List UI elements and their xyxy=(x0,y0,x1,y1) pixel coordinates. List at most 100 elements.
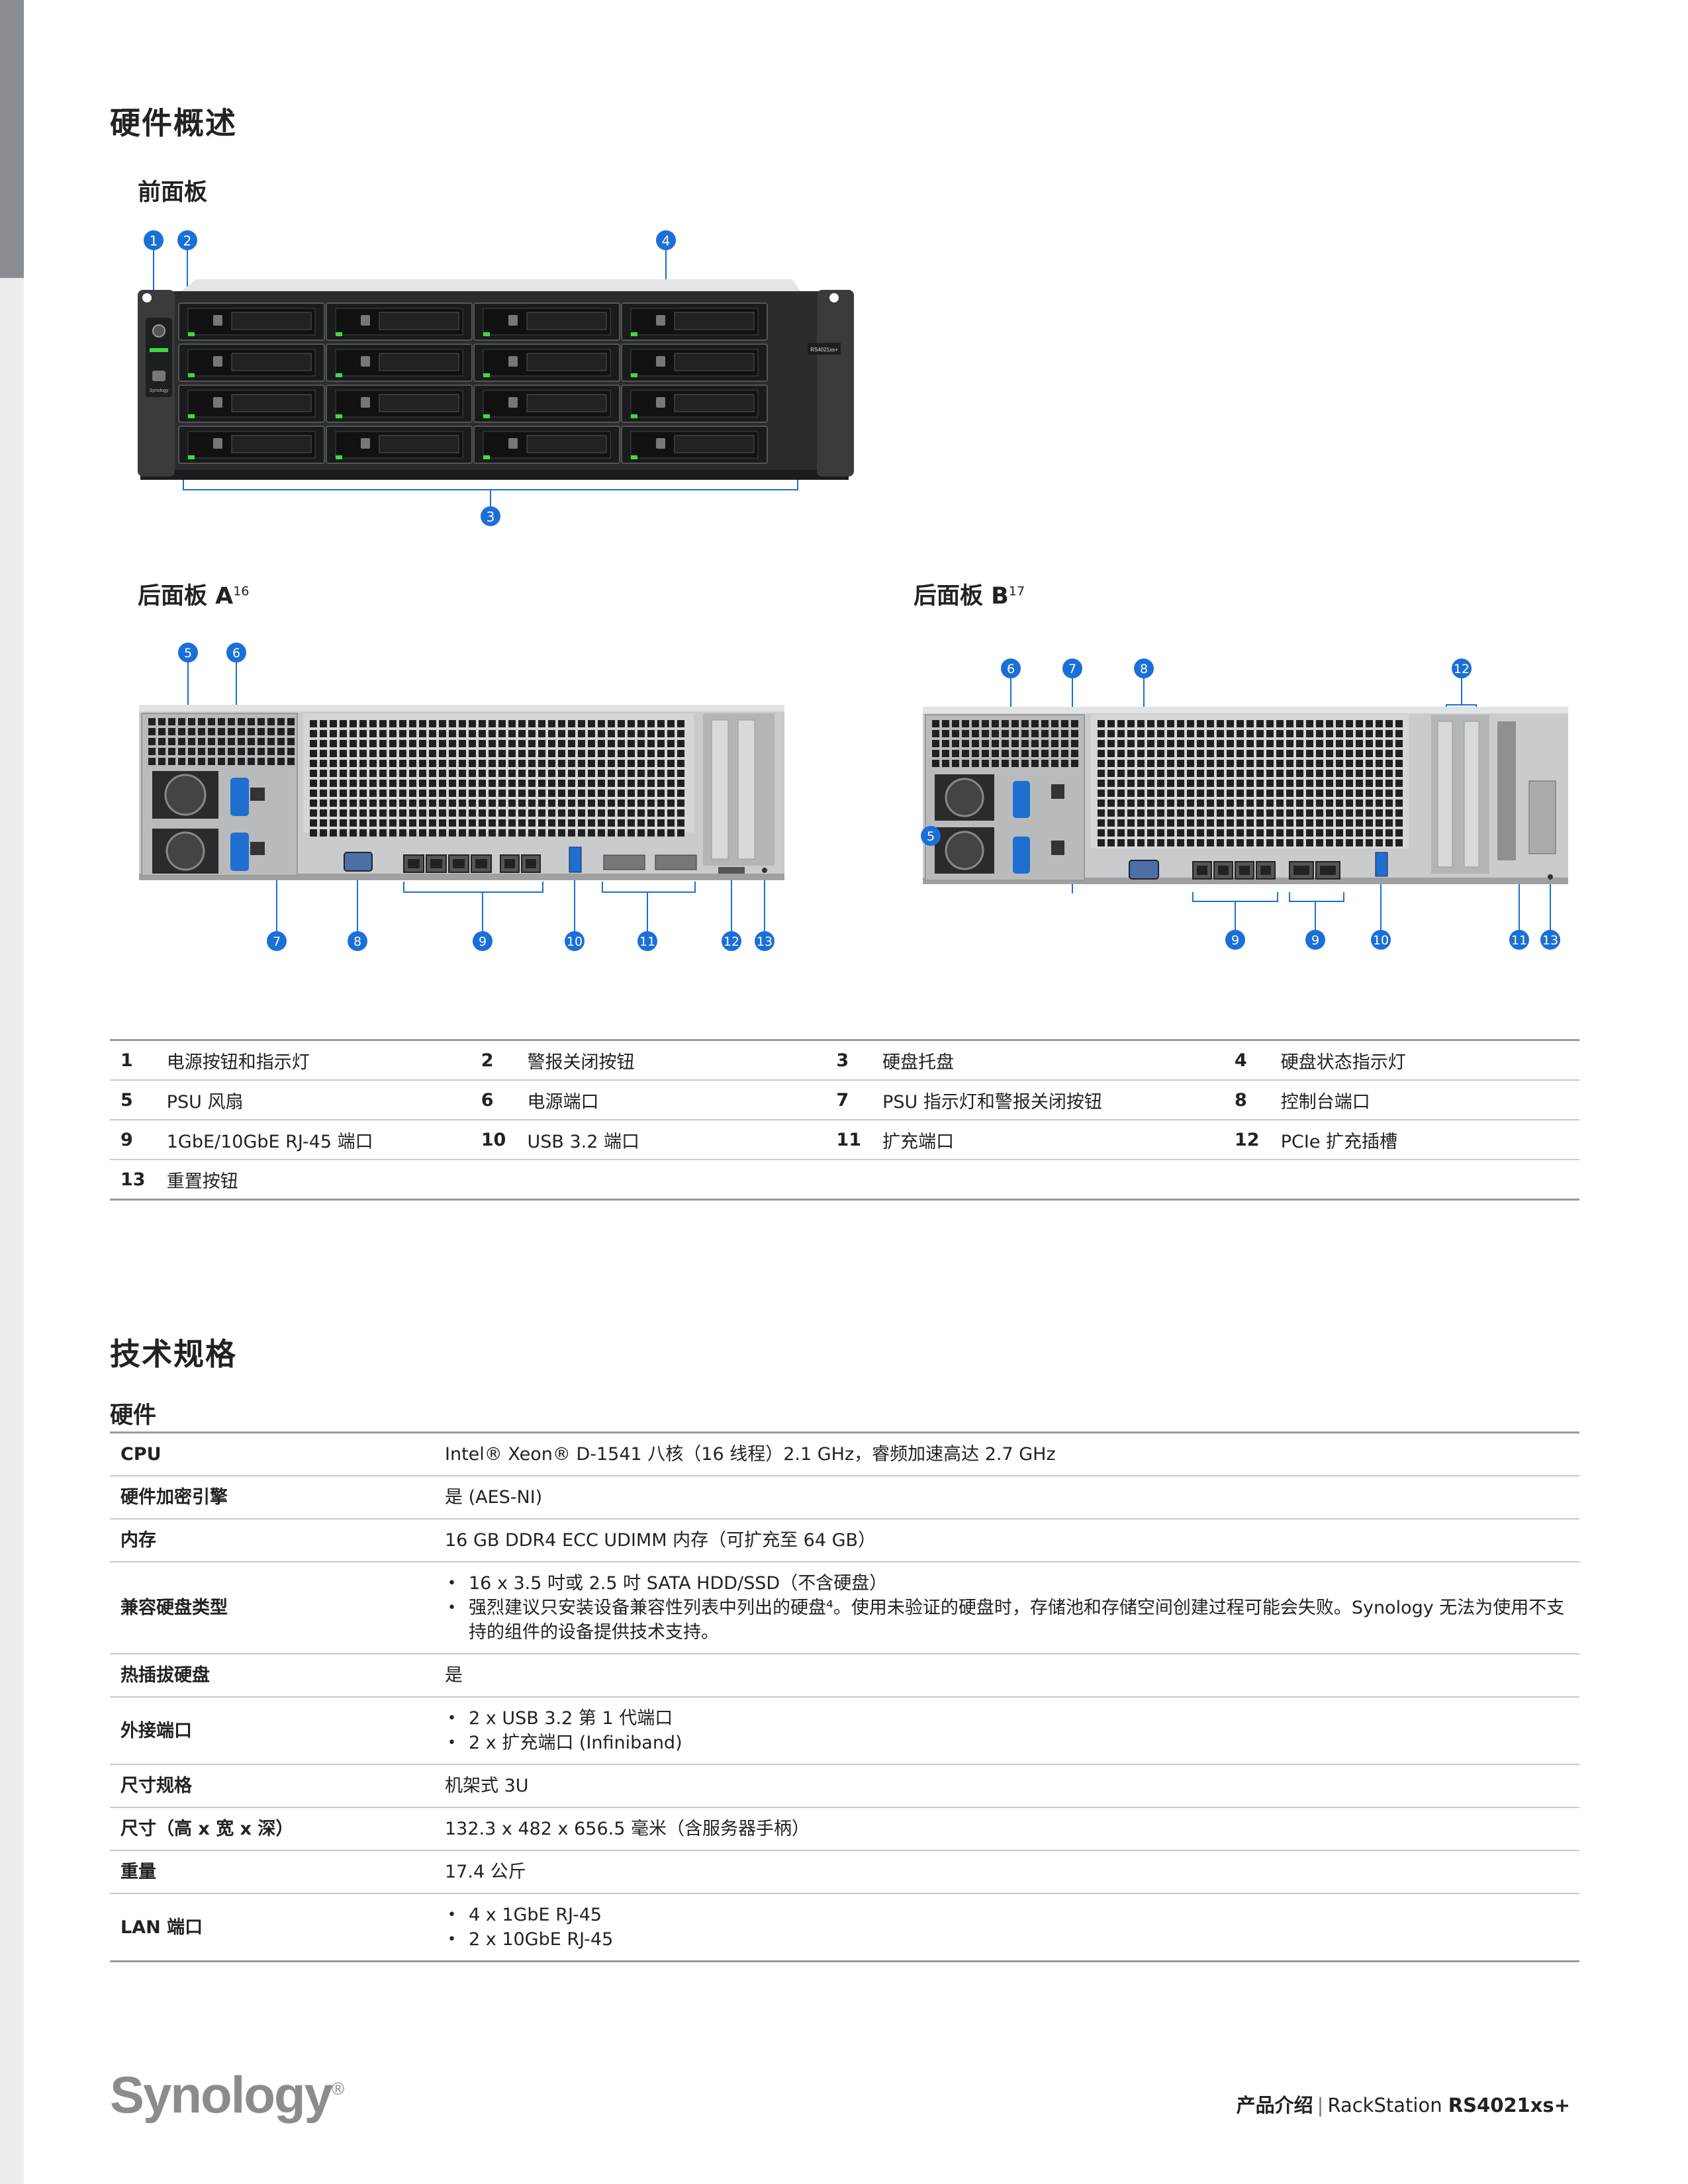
svg-text:3: 3 xyxy=(487,509,495,525)
callout-13: 13 xyxy=(755,931,774,951)
drive-status-led xyxy=(188,455,195,459)
spec-bullet: 强烈建议只安装设备兼容性列表中列出的硬盘⁴。使用未验证的硬盘时，存储池和存储空间… xyxy=(445,1596,1566,1645)
spec-bullet: 2 x 扩充端口 (Infiniband) xyxy=(445,1731,1566,1755)
drive-tray[interactable] xyxy=(621,385,768,423)
drive-status-led xyxy=(188,373,195,377)
svg-text:7: 7 xyxy=(1068,662,1076,676)
svg-text:Synology: Synology xyxy=(150,388,169,393)
part-number: 12 xyxy=(1224,1120,1280,1160)
spec-row: 热插拔硬盘是 xyxy=(110,1654,1579,1698)
part-number xyxy=(825,1160,882,1201)
drive-status-led xyxy=(336,455,342,459)
lan-port[interactable] xyxy=(500,854,520,873)
lan-port[interactable] xyxy=(1235,861,1254,880)
callout-3: 3 xyxy=(481,506,500,526)
lan-port[interactable] xyxy=(403,854,424,873)
svg-text:4: 4 xyxy=(662,233,671,249)
drive-status-led xyxy=(188,414,195,418)
lan-port[interactable] xyxy=(471,854,492,873)
part-number: 8 xyxy=(1224,1080,1280,1120)
part-number: 6 xyxy=(470,1080,527,1120)
drive-tray[interactable] xyxy=(178,385,325,423)
part-number: 3 xyxy=(825,1039,882,1081)
power-button-icon xyxy=(152,324,165,338)
lan-port[interactable] xyxy=(1213,861,1233,880)
drive-tray[interactable] xyxy=(178,343,325,382)
part-label xyxy=(526,1160,826,1201)
footer-separator: | xyxy=(1317,2094,1324,2116)
footer-doc-info: 产品介绍|RackStation RS4021xs+ xyxy=(1237,2090,1570,2118)
part-number: 7 xyxy=(825,1080,882,1120)
lan-port[interactable] xyxy=(1289,861,1314,880)
drive-tray[interactable] xyxy=(326,343,473,382)
svg-text:13: 13 xyxy=(1542,933,1558,948)
part-number: 9 xyxy=(110,1120,166,1160)
callout-8: 8 xyxy=(1134,659,1154,678)
status-led xyxy=(150,348,168,352)
lan-port[interactable] xyxy=(448,854,469,873)
spec-row: LAN 端口4 x 1GbE RJ-452 x 10GbE RJ-45 xyxy=(110,1893,1579,1962)
drive-status-led xyxy=(336,332,342,336)
footer-doc-type: 产品介绍 xyxy=(1236,2094,1313,2116)
drive-status-led xyxy=(483,332,490,336)
part-label: 控制台端口 xyxy=(1280,1080,1579,1120)
svg-text:13: 13 xyxy=(757,934,773,949)
synology-logo: Synology® xyxy=(110,2066,344,2124)
svg-text:10: 10 xyxy=(1373,933,1389,948)
lan-port[interactable] xyxy=(1256,861,1276,880)
callout-7: 7 xyxy=(1062,659,1082,678)
drive-tray[interactable] xyxy=(473,426,620,464)
spec-row: 硬件加密引擎是 (AES-NI) xyxy=(110,1476,1579,1520)
drive-tray[interactable] xyxy=(178,302,325,341)
spec-key: 尺寸（高 x 宽 x 深） xyxy=(110,1807,445,1851)
lan-port[interactable] xyxy=(521,854,541,873)
drive-tray[interactable] xyxy=(473,343,620,382)
callout-9: 9 xyxy=(473,931,492,951)
callout-4: 4 xyxy=(656,230,676,250)
drive-tray[interactable] xyxy=(621,302,768,341)
spec-row: 兼容硬盘类型16 x 3.5 吋或 2.5 吋 SATA HDD/SSD（不含硬… xyxy=(110,1562,1579,1655)
spec-value: 4 x 1GbE RJ-452 x 10GbE RJ-45 xyxy=(445,1893,1579,1962)
spec-key: 兼容硬盘类型 xyxy=(110,1562,445,1655)
svg-text:8: 8 xyxy=(1140,662,1148,676)
spec-key: CPU xyxy=(110,1432,445,1477)
drive-tray[interactable] xyxy=(178,426,325,464)
svg-text:2: 2 xyxy=(183,233,192,249)
svg-text:1: 1 xyxy=(150,233,158,249)
callout-6: 6 xyxy=(1001,659,1021,678)
drive-status-led xyxy=(336,414,342,418)
part-label: PCIe 扩充插槽 xyxy=(1280,1120,1579,1160)
lan-port[interactable] xyxy=(1192,861,1212,880)
drive-tray[interactable] xyxy=(473,385,620,423)
callout-13: 13 xyxy=(1540,930,1560,950)
spec-bullet: 2 x USB 3.2 第 1 代端口 xyxy=(445,1706,1566,1731)
spec-row: 尺寸规格机架式 3U xyxy=(110,1764,1579,1808)
lan-port[interactable] xyxy=(426,854,447,873)
spec-value: 16 GB DDR4 ECC UDIMM 内存（可扩充至 64 GB） xyxy=(445,1519,1579,1563)
drive-tray[interactable] xyxy=(326,426,473,464)
spec-key: 外接端口 xyxy=(110,1697,445,1765)
drive-tray[interactable] xyxy=(621,343,768,382)
svg-text:RS4021xs+: RS4021xs+ xyxy=(810,347,838,353)
footer-model: RS4021xs+ xyxy=(1448,2094,1570,2116)
svg-text:12: 12 xyxy=(1454,662,1470,676)
psu-handle-icon xyxy=(230,778,249,816)
spec-value: 132.3 x 482 x 656.5 毫米（含服务器手柄） xyxy=(445,1807,1579,1851)
drive-tray[interactable] xyxy=(326,302,473,341)
part-label: 硬盘状态指示灯 xyxy=(1280,1039,1579,1081)
drive-tray[interactable] xyxy=(326,385,473,423)
alarm-button-icon xyxy=(152,371,165,381)
drive-tray[interactable] xyxy=(473,302,620,341)
lan-port[interactable] xyxy=(1315,861,1340,880)
drive-status-led xyxy=(631,332,637,336)
callout-5: 5 xyxy=(921,826,941,846)
callout-8: 8 xyxy=(348,931,367,951)
drive-tray[interactable] xyxy=(621,426,768,464)
drive-status-led xyxy=(631,373,637,377)
